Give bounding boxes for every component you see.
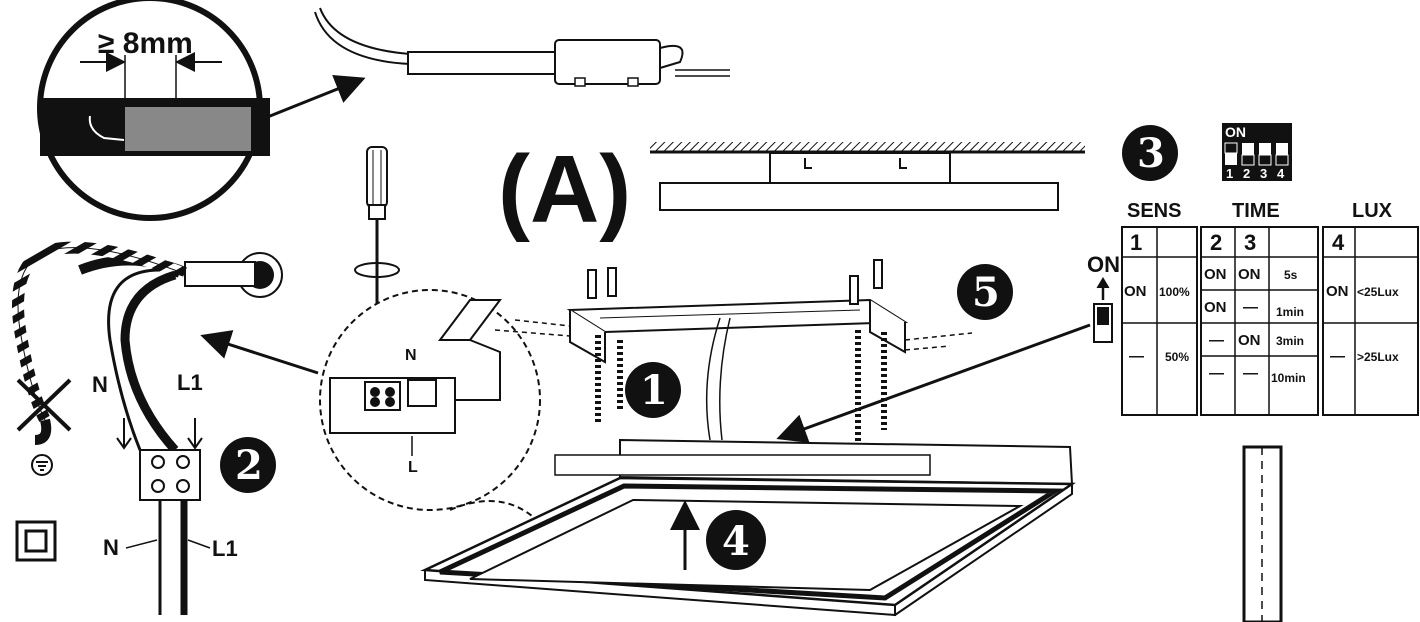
svg-text:3: 3: [1137, 130, 1165, 177]
neutral-lower-label: N: [103, 535, 119, 560]
strip-length-label: ≥ 8mm: [98, 27, 193, 60]
time-row-1-value: 5s: [1284, 268, 1298, 282]
step-1-badge: 1: [625, 362, 681, 418]
screwdriver-icon: [354, 146, 400, 352]
live-lower-label: L1: [212, 536, 238, 561]
live-label: L1: [177, 370, 203, 395]
time-row-1-s3: ON: [1238, 266, 1261, 283]
lux-row-1-state: ON: [1326, 283, 1349, 300]
svg-text:3: 3: [1260, 166, 1267, 181]
time-col-2-label: 2: [1210, 230, 1222, 255]
supply-cable: N L1: [12, 241, 283, 476]
wiring-arrow: [200, 330, 319, 375]
strip-length-callout: ≥ 8mm: [37, 0, 366, 221]
lux-header: LUX: [1352, 200, 1393, 222]
sens-col-label: 1: [1130, 230, 1142, 255]
figure-label: (A): [498, 136, 631, 243]
svg-text:5: 5: [972, 269, 1000, 316]
switch-arrow: [776, 323, 1091, 443]
sens-header: SENS: [1127, 200, 1181, 222]
time-row-1-s2: ON: [1204, 266, 1227, 283]
svg-text:2: 2: [235, 442, 263, 489]
time-row-3-s3: ON: [1238, 332, 1261, 349]
time-row-4-s2: —: [1209, 365, 1224, 382]
svg-text:ON: ON: [1225, 124, 1246, 140]
lux-row-2-state: —: [1330, 348, 1345, 365]
svg-text:1: 1: [640, 367, 668, 414]
ceiling-side-view: [650, 142, 1085, 211]
sensor-cable: [314, 7, 730, 87]
sens-row-1-state: ON: [1124, 283, 1147, 300]
step-3-badge: 3: [1122, 125, 1178, 181]
settings-table: SENS TIME LUX 1 ON 100% — 50% 2 3 ON: [1121, 200, 1419, 416]
terminal-block: N L1: [103, 449, 238, 615]
sens-block: 1 ON 100% — 50%: [1121, 226, 1198, 416]
lux-block: 4 ON <25Lux — >25Lux: [1322, 226, 1419, 416]
switch-on-label: ON: [1087, 252, 1120, 277]
time-row-2-value: 1min: [1276, 305, 1304, 319]
time-row-4-s3: —: [1243, 365, 1258, 382]
terminal-detail-callout: N L: [319, 289, 561, 551]
svg-text:4: 4: [1277, 166, 1285, 181]
sens-row-2-state: —: [1129, 348, 1144, 365]
terminal-n-label: N: [405, 347, 417, 364]
time-block: 2 3 ON ON 5s ON — 1min — ON 3min — — 10m…: [1200, 226, 1319, 416]
time-row-2-s2: ON: [1204, 299, 1227, 316]
lux-col-label: 4: [1332, 230, 1345, 255]
lux-row-2-value: >25Lux: [1357, 350, 1399, 364]
time-row-3-s2: —: [1209, 332, 1224, 349]
callout-arrow: [254, 74, 366, 124]
time-row-4-value: 10min: [1271, 371, 1306, 385]
neutral-label: N: [92, 372, 108, 397]
time-col-3-label: 3: [1244, 230, 1256, 255]
sens-row-1-value: 100%: [1159, 285, 1190, 299]
lux-row-1-value: <25Lux: [1357, 285, 1399, 299]
svg-text:1: 1: [1226, 166, 1233, 181]
svg-text:2: 2: [1243, 166, 1250, 181]
step-4-badge: 4: [706, 510, 766, 570]
dip-switch-icon: ON 1 2 3 4: [1222, 123, 1292, 181]
time-header: TIME: [1232, 200, 1280, 222]
time-row-2-s3: —: [1243, 299, 1258, 316]
svg-text:4: 4: [722, 518, 750, 565]
step-5-badge: 5: [957, 264, 1013, 320]
step-2-badge: 2: [220, 437, 276, 493]
slide-switch-icon: ON: [1087, 252, 1120, 343]
panel-side-profile: [1242, 445, 1283, 622]
terminal-l-label: L: [408, 459, 418, 476]
sens-row-2-value: 50%: [1165, 350, 1189, 364]
double-insulation-icon: [15, 520, 57, 562]
mounting-bracket: [494, 259, 973, 445]
time-row-3-value: 3min: [1276, 334, 1304, 348]
